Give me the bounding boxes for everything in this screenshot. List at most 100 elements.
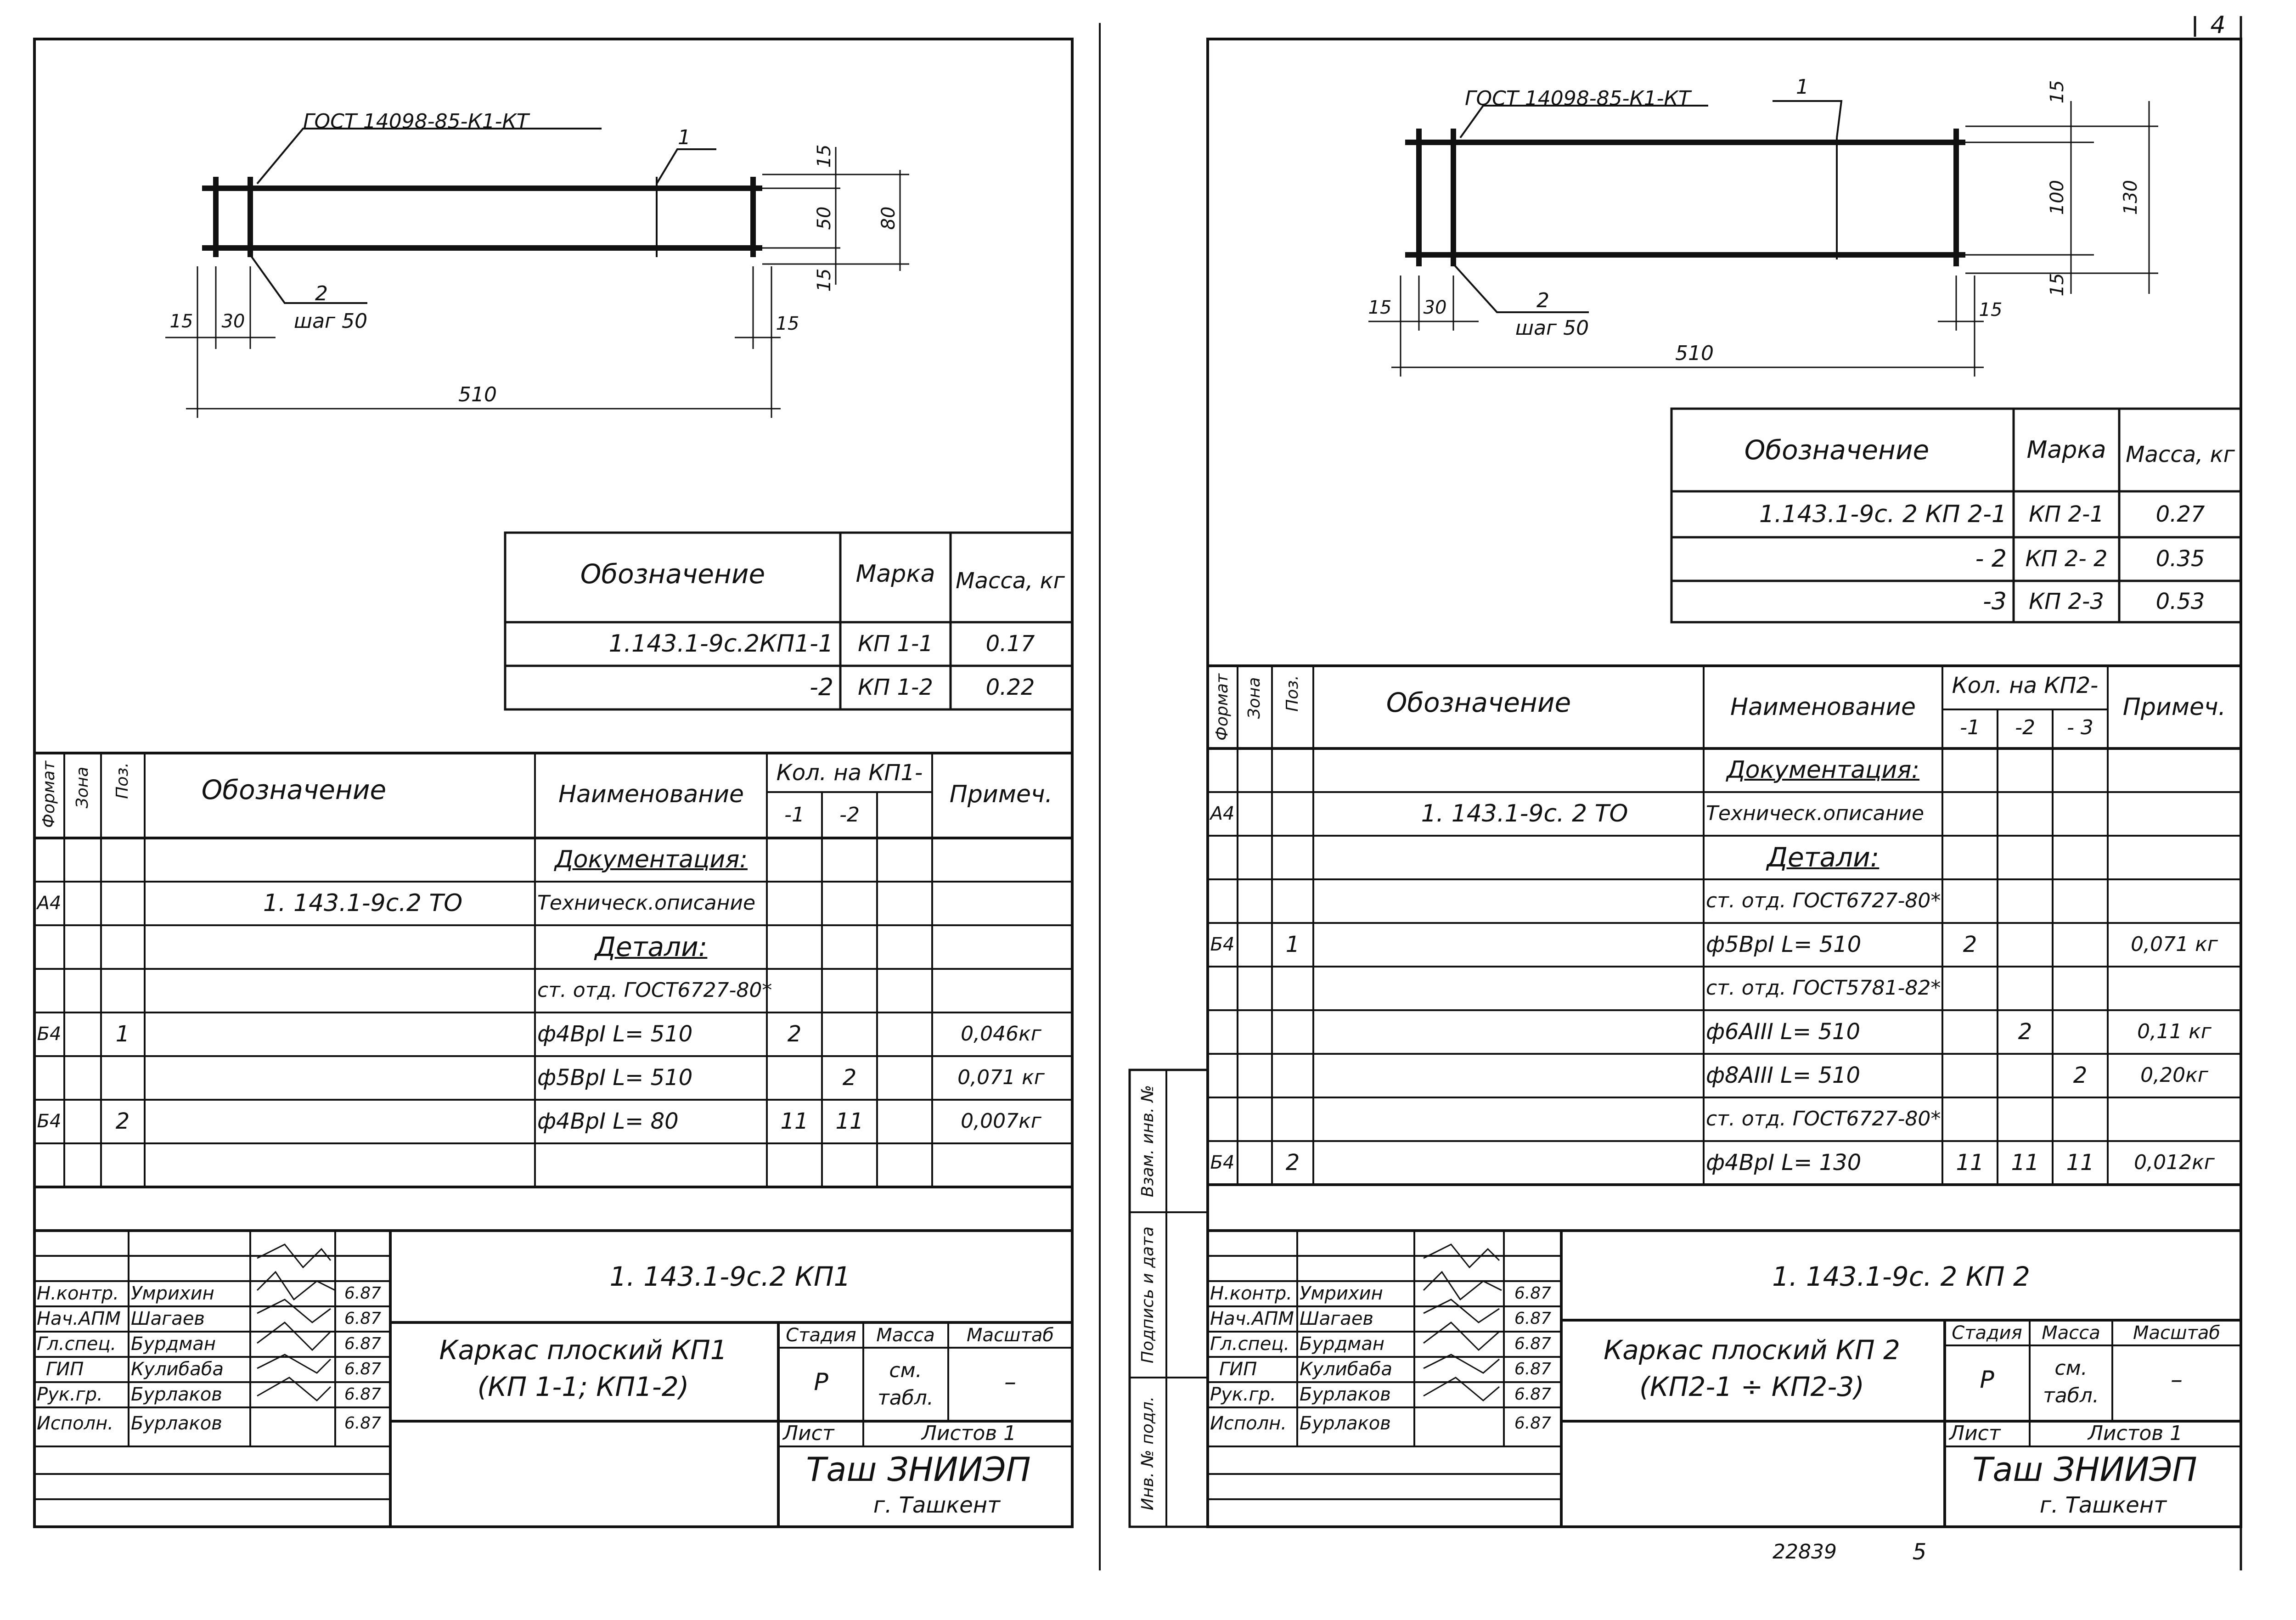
right-spec-row10-q1: 11 (1956, 1150, 1984, 1176)
left-spec-row5-format: Б4 (37, 1024, 62, 1045)
right-stamp-stage-label: Стадия (1952, 1322, 2022, 1344)
side-stamp-frame (1128, 1069, 1209, 1528)
page-number: 5 (1912, 1539, 1927, 1565)
left-dim-80: 80 (878, 206, 899, 230)
left-spec-header-pos: Поз. (113, 762, 132, 799)
right-stamp-name-6: Бурлаков (1300, 1413, 1391, 1434)
signatures (256, 1243, 1502, 1402)
left-stamp-role-2: Нач.АПМ (37, 1308, 121, 1329)
right-spec-row4-name: ст. отд. ГОСТ6727-80* (1706, 889, 1941, 912)
left-spec-header-qty: Кол. на КП1- (776, 760, 923, 786)
right-spec-row10-pos: 2 (1285, 1150, 1300, 1176)
left-spec-row1-name: Документация: (555, 846, 748, 873)
left-stamp-mass-line1: см. (889, 1359, 922, 1382)
left-mass-row1-mass: 0.17 (985, 631, 1035, 657)
sheet-number: 4 (2210, 11, 2226, 39)
right-spec-row5-note: 0,071 кг (2131, 933, 2218, 956)
left-spec-row4-name: ст. отд. ГОСТ6727-80* (537, 979, 772, 1002)
right-mass-header-designation: Обозначение (1744, 434, 1930, 466)
left-spec-row5-pos: 1 (115, 1021, 130, 1047)
right-spec-row10-name: ф4ВрI L= 130 (1706, 1150, 1862, 1176)
left-stamp-stage-label: Стадия (786, 1325, 856, 1346)
right-stamp-name-5: Бурлаков (1300, 1384, 1391, 1405)
right-mass-row3-mark: КП 2-3 (2029, 589, 2104, 614)
left-stamp-role-1: Н.контр. (37, 1283, 119, 1304)
right-mass-row1-designation: 1.143.1-9с. 2 КП 2-1 (1759, 501, 2007, 528)
right-stamp-scale: – (2171, 1366, 2183, 1394)
left-stamp-name-6: Бурлаков (131, 1413, 222, 1434)
left-leader-1: 1 (678, 126, 691, 149)
archive-number: 22839 (1773, 1540, 1837, 1564)
right-stamp-role-6: Исполн. (1210, 1413, 1287, 1434)
right-spec-row5-q1: 2 (1963, 932, 1977, 957)
right-spec-header-format: Формат (1213, 673, 1232, 741)
left-sheet-frame (33, 38, 1074, 1528)
left-stamp-mass-label: Масса (876, 1325, 935, 1346)
right-stamp-date-5: 6.87 (1514, 1385, 1552, 1404)
right-title-block-grid (1208, 1229, 2241, 1527)
left-stamp-name-4: Кулибаба (131, 1359, 224, 1380)
right-mass-row2-mark: КП 2- 2 (2025, 546, 2108, 572)
right-dim-30: 30 (1423, 297, 1447, 318)
right-stamp-sheets-label: Листов 1 (2088, 1422, 2183, 1445)
left-spec-row7-note: 0,007кг (961, 1109, 1041, 1133)
left-step-label: шаг 50 (293, 309, 368, 333)
right-stamp-role-1: Н.контр. (1210, 1283, 1292, 1304)
right-spec-header-pos: Поз. (1283, 675, 1302, 712)
right-spec-header-qty1: -1 (1960, 716, 1980, 739)
right-stamp-scale-label: Масштаб (2133, 1322, 2221, 1344)
left-stamp-role-4: ГИП (46, 1359, 84, 1380)
right-stamp-role-5: Рук.гр. (1210, 1384, 1276, 1405)
left-mass-row1-designation: 1.143.1-9с.2КП1-1 (608, 630, 833, 658)
left-spec-row7-name: ф4ВрI L= 80 (537, 1108, 679, 1134)
left-mass-row2-mark: КП 1-2 (858, 675, 933, 700)
left-stamp-role-6: Исполн. (37, 1413, 113, 1434)
left-spec-row6-q2: 2 (842, 1065, 857, 1091)
right-stamp-doc-code: 1. 143.1-9с. 2 КП 2 (1772, 1261, 2030, 1292)
left-dim-510: 510 (458, 383, 497, 406)
left-stamp-date-3: 6.87 (344, 1334, 382, 1353)
right-rebar-frame-drawing (1368, 100, 2158, 377)
right-dim-100: 100 (2047, 180, 2068, 215)
right-spec-row7-q2: 2 (2018, 1019, 2032, 1045)
right-stamp-org-line2: г. Ташкент (2039, 1492, 2167, 1518)
right-dim-15-bottom: 15 (2047, 273, 2068, 297)
left-stamp-role-3: Гл.спец. (37, 1333, 117, 1355)
left-stamp-sheet-label: Лист (783, 1422, 834, 1445)
right-stamp-mass-label: Масса (2042, 1322, 2100, 1344)
right-leader-2: 2 (1536, 289, 1549, 312)
right-stamp-title-line2: (КП2-1 ÷ КП2-3) (1639, 1371, 1864, 1402)
left-dim-30: 30 (221, 311, 245, 332)
right-spec-header-qty3: - 3 (2067, 716, 2093, 739)
left-spec-row2-format: А4 (37, 893, 62, 914)
right-mass-row2-mass: 0.35 (2155, 546, 2205, 572)
left-stamp-sheets-label: Листов 1 (921, 1422, 1017, 1445)
left-dim-15-bottom: 15 (814, 268, 835, 292)
left-spec-header-qty1: -1 (784, 803, 805, 827)
right-leader-1: 1 (1796, 75, 1809, 99)
right-mass-row3-mass: 0.53 (2155, 589, 2205, 614)
left-stamp-name-1: Умрихин (131, 1283, 214, 1304)
right-spec-row7-name: ф6АIII L= 510 (1706, 1019, 1860, 1045)
right-spec-row8-q3: 2 (2073, 1063, 2088, 1088)
left-stamp-date-1: 6.87 (344, 1284, 382, 1303)
left-rebar-frame-drawing (165, 128, 909, 418)
left-stamp-org-line1: Таш ЗНИИЭП (806, 1450, 1031, 1489)
right-spec-row5-pos: 1 (1285, 932, 1300, 957)
left-stamp-date-5: 6.87 (344, 1385, 382, 1404)
right-spec-row5-name: ф5ВрI L= 510 (1706, 932, 1862, 957)
side-stamp-inv-podl: Инв. № подл. (1138, 1396, 1157, 1511)
right-stamp-date-2: 6.87 (1514, 1309, 1552, 1328)
left-mass-table-grid (504, 531, 1074, 711)
right-stamp-org-line1: Таш ЗНИИЭП (1972, 1450, 2197, 1489)
right-spec-row8-note: 0,20кг (2140, 1063, 2208, 1087)
left-stamp-title-line1: Каркас плоский КП1 (439, 1334, 727, 1366)
left-stamp-stage: Р (814, 1368, 828, 1396)
left-spec-header-format: Формат (39, 760, 58, 828)
left-spec-table-grid (34, 752, 1072, 1188)
right-spec-header-name: Наименование (1730, 693, 1916, 721)
right-spec-row10-q3: 11 (2066, 1150, 2094, 1176)
right-spec-row1-name: Документация: (1727, 756, 1919, 784)
right-sheet-frame (1206, 38, 2242, 1528)
right-stamp-title-line1: Каркас плоский КП 2 (1604, 1334, 1900, 1366)
